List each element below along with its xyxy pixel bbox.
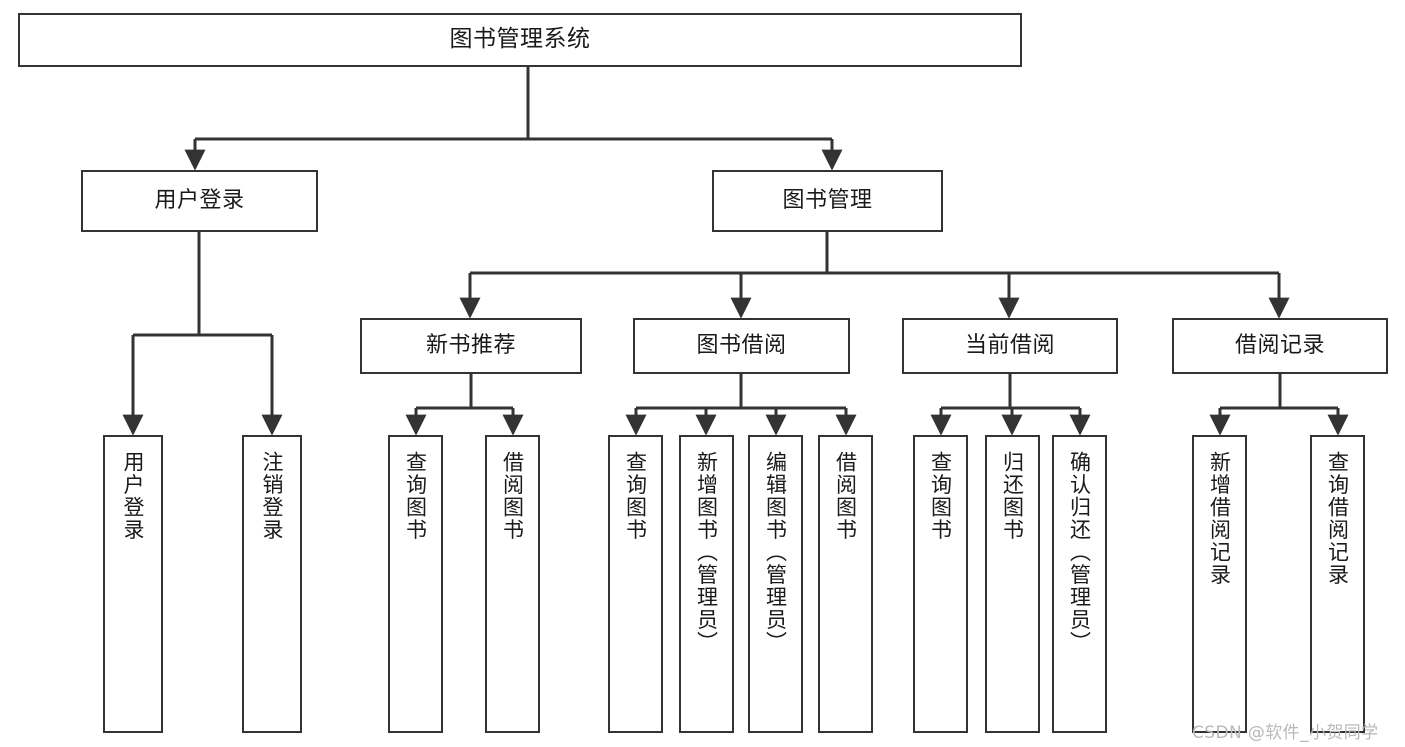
node-leaf-confirm-return-label: 确认归还（管理员） xyxy=(1067,451,1092,654)
node-new-book-recommend[interactable]: 新书推荐 xyxy=(360,318,582,374)
node-leaf-borrow-book-2-label: 借阅图书 xyxy=(833,451,858,541)
node-leaf-add-record[interactable]: 新增借阅记录 xyxy=(1192,435,1247,733)
node-leaf-user-login-label: 用户登录 xyxy=(121,451,146,541)
node-current-borrow[interactable]: 当前借阅 xyxy=(902,318,1118,374)
node-leaf-confirm-return[interactable]: 确认归还（管理员） xyxy=(1052,435,1107,733)
node-leaf-edit-book-label: 编辑图书（管理员） xyxy=(763,451,788,654)
node-book-manage[interactable]: 图书管理 xyxy=(712,170,943,232)
node-book-borrow[interactable]: 图书借阅 xyxy=(633,318,850,374)
node-leaf-borrow-book-1-label: 借阅图书 xyxy=(500,451,525,541)
node-leaf-add-record-label: 新增借阅记录 xyxy=(1207,451,1232,586)
node-new-book-recommend-label: 新书推荐 xyxy=(425,333,516,359)
node-leaf-edit-book[interactable]: 编辑图书（管理员） xyxy=(748,435,803,733)
node-leaf-user-logout[interactable]: 注销登录 xyxy=(242,435,302,733)
node-leaf-return-book[interactable]: 归还图书 xyxy=(985,435,1040,733)
node-leaf-query-book-3-label: 查询图书 xyxy=(928,451,953,541)
node-leaf-user-login[interactable]: 用户登录 xyxy=(103,435,163,733)
node-leaf-query-book-1[interactable]: 查询图书 xyxy=(388,435,443,733)
node-leaf-query-book-1-label: 查询图书 xyxy=(403,451,428,541)
node-user-login[interactable]: 用户登录 xyxy=(81,170,318,232)
node-book-borrow-label: 图书借阅 xyxy=(696,333,787,359)
node-leaf-query-record[interactable]: 查询借阅记录 xyxy=(1310,435,1365,733)
node-current-borrow-label: 当前借阅 xyxy=(964,333,1055,359)
node-leaf-user-logout-label: 注销登录 xyxy=(260,451,285,541)
node-leaf-borrow-book-2[interactable]: 借阅图书 xyxy=(818,435,873,733)
node-book-manage-label: 图书管理 xyxy=(782,188,873,214)
node-user-login-label: 用户登录 xyxy=(154,188,245,214)
node-borrow-record[interactable]: 借阅记录 xyxy=(1172,318,1388,374)
node-root-label: 图书管理系统 xyxy=(449,26,591,53)
csdn-watermark: CSDN @软件_小贺同学 xyxy=(1192,723,1379,743)
node-leaf-query-book-3[interactable]: 查询图书 xyxy=(913,435,968,733)
node-borrow-record-label: 借阅记录 xyxy=(1234,333,1325,359)
node-leaf-query-book-2[interactable]: 查询图书 xyxy=(608,435,663,733)
node-leaf-query-book-2-label: 查询图书 xyxy=(623,451,648,541)
node-leaf-borrow-book-1[interactable]: 借阅图书 xyxy=(485,435,540,733)
node-leaf-add-book[interactable]: 新增图书（管理员） xyxy=(679,435,734,733)
node-leaf-query-record-label: 查询借阅记录 xyxy=(1325,451,1350,586)
node-root[interactable]: 图书管理系统 xyxy=(18,13,1022,67)
node-leaf-add-book-label: 新增图书（管理员） xyxy=(694,451,719,654)
node-leaf-return-book-label: 归还图书 xyxy=(1000,451,1025,541)
